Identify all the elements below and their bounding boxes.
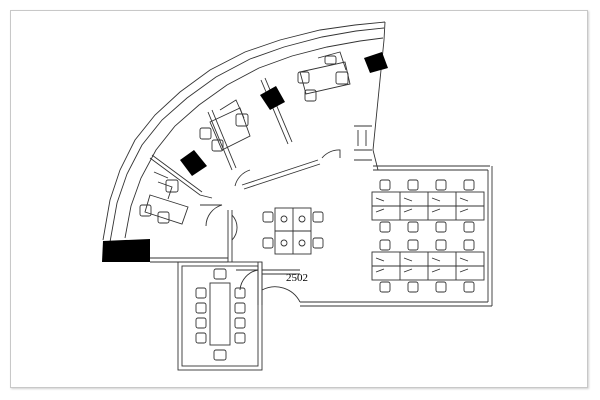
structural-columns [102, 52, 388, 262]
column-office-1 [180, 150, 207, 176]
office-3-furniture [297, 51, 351, 102]
interior-walls [149, 77, 493, 371]
column-north [364, 52, 388, 73]
room-number-label: 2502 [286, 272, 308, 284]
column-southwest [102, 239, 150, 262]
meeting-room-furniture [195, 268, 246, 361]
office-2-furniture [199, 99, 251, 152]
column-office-2 [260, 86, 285, 110]
doors [200, 125, 372, 303]
central-table [262, 207, 324, 255]
workstations-upper [371, 179, 485, 233]
workstations-lower [371, 239, 485, 293]
curved-facade [102, 21, 386, 243]
office-1-furniture [139, 171, 189, 225]
